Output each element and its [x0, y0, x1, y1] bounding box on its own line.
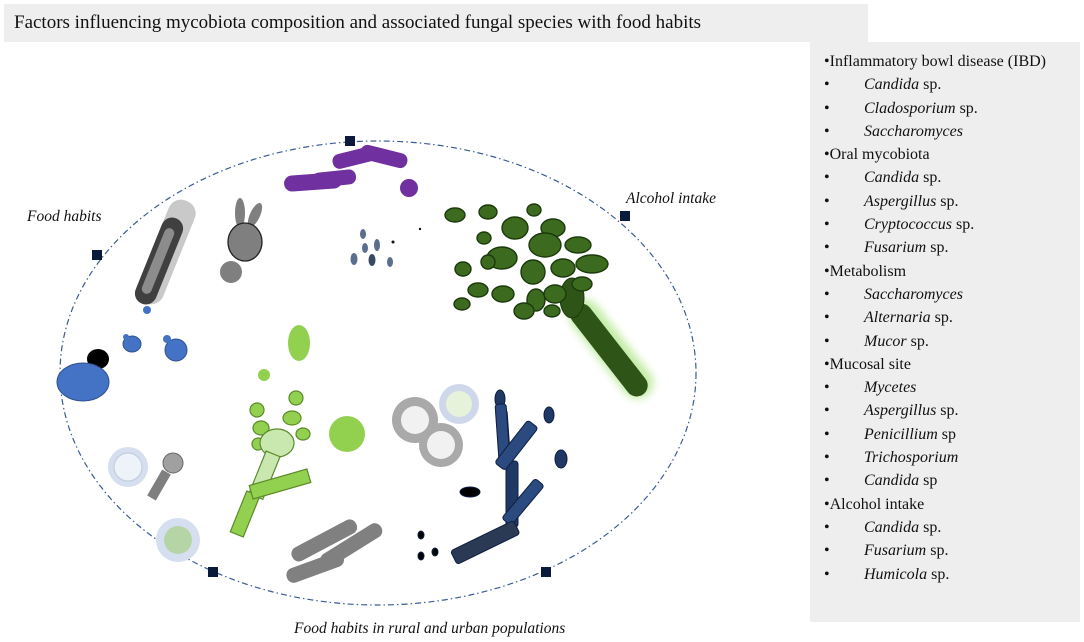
navy-hyphae [417, 389, 568, 565]
list-item: •Mucor sp. [824, 332, 929, 350]
dark-rod-cell [134, 199, 196, 314]
handle-left [92, 250, 102, 260]
handle-bottom-left [208, 567, 218, 577]
list-item: •Aspergillus sp. [824, 402, 959, 420]
list-item: •Trichosporium [824, 449, 959, 467]
category-oral-mycobiota: •Oral mycobiota [824, 146, 930, 164]
list-item: •Cladosporium sp. [824, 99, 978, 117]
list-item: •Saccharomyces [824, 122, 963, 140]
list-item: •Candida sp [824, 472, 938, 490]
species-panel: •Inflammatory bowl disease (IBD) •Candid… [810, 42, 1080, 622]
category-name: Oral mycobiota [829, 146, 930, 164]
category-name: Inflammatory bowl disease (IBD) [829, 53, 1046, 70]
gray-ring-cells [392, 384, 479, 467]
light-green-hyphae [229, 325, 365, 538]
label-food-habits: Food habits [27, 208, 102, 225]
list-item: •Humicola sp. [824, 565, 950, 583]
handle-top [345, 136, 355, 146]
list-item: •Cryptococcus sp. [824, 216, 975, 234]
category-alcohol-intake: •Alcohol intake [824, 495, 925, 513]
list-item: •Fusarium sp. [824, 239, 949, 257]
pale-ring-cells [108, 447, 200, 562]
label-food-habits-populations: Food habits in rural and urban populatio… [294, 620, 566, 637]
green-conidiophore [444, 203, 654, 399]
category-name: Metabolism [829, 262, 907, 280]
list-item: •Aspergillus sp. [824, 192, 959, 210]
figure-title: Factors influencing mycobiota compositio… [4, 4, 868, 42]
list-item: •Candida sp. [824, 169, 942, 187]
blue-budding-yeast [56, 334, 188, 402]
small-spores [350, 227, 422, 267]
handle-right [620, 211, 630, 221]
category-mucosal-site: •Mucosal site [824, 355, 911, 373]
purple-hyphae [284, 144, 418, 197]
list-item: •Alternaria sp. [824, 309, 953, 327]
list-item: •Fusarium sp. [824, 542, 949, 560]
handle-bottom-right [541, 567, 551, 577]
list-item: •Saccharomyces [824, 285, 963, 303]
category-metabolism: •Metabolism [824, 262, 907, 280]
list-item: •Candida sp. [824, 76, 942, 94]
category-name: Alcohol intake [829, 495, 925, 513]
list-item: •Mycetes [824, 379, 917, 397]
label-alcohol-intake: Alcohol intake [626, 190, 716, 207]
ellipse-handles [92, 136, 630, 577]
list-item: •Penicillium sp [824, 425, 956, 443]
gray-rods [286, 519, 383, 583]
category-ibd: •Inflammatory bowl disease (IBD) [824, 53, 1046, 70]
list-item: •Candida sp. [824, 518, 942, 536]
category-name: Mucosal site [829, 355, 911, 373]
gray-budding-yeast [220, 198, 263, 283]
